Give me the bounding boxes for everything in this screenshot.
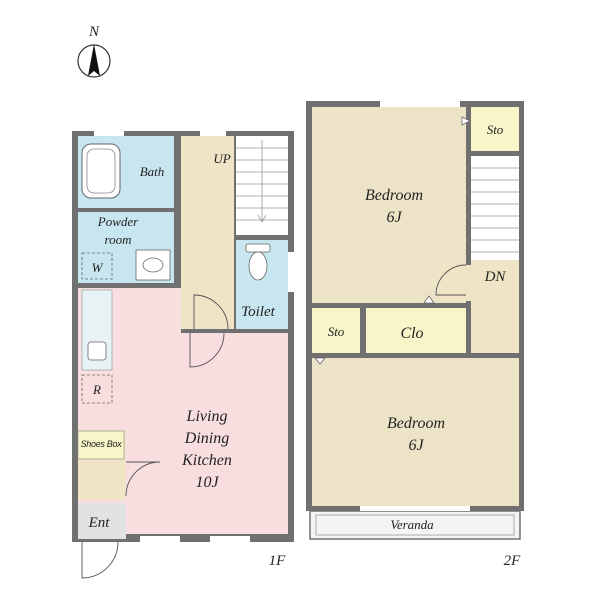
refrigerator-label: R — [92, 382, 101, 397]
storage-north-door-icon — [461, 116, 471, 126]
entrance-area — [78, 503, 126, 539]
shoes-box-cabinet — [77, 430, 125, 460]
stairs-up-label: UP — [213, 151, 230, 166]
washer-label: W — [92, 260, 104, 275]
bedroom-south-area — [312, 358, 519, 506]
closet-label: Clo — [400, 325, 423, 342]
stair-corridor — [181, 136, 234, 329]
floor1-label: 1F — [269, 553, 287, 569]
storage-mid-label: Sto — [328, 324, 345, 339]
toilet-icon — [248, 251, 268, 281]
veranda-label: Veranda — [390, 517, 434, 532]
floor-2: Bedroom 6J Sto DN Sto Clo Bedroom 6J Ver… — [306, 101, 524, 569]
bedroom-south-label: Bedroom — [387, 415, 445, 432]
bedroom-north-size: 6J — [386, 209, 402, 226]
bathtub-inner — [86, 148, 116, 194]
closet-area — [366, 308, 466, 353]
ldk-label-1: Living — [186, 408, 228, 425]
wash-basin-icon — [142, 257, 164, 273]
entrance-door-swing — [125, 461, 161, 497]
closet-door-icon — [423, 295, 435, 304]
stairs-2f — [471, 156, 519, 260]
ldk-label-2: Dining — [184, 430, 229, 447]
powder-room-label-2: room — [105, 232, 132, 247]
compass-label: N — [88, 24, 100, 40]
front-door-swing — [81, 541, 119, 579]
powder-room-label-1: Powder — [97, 214, 139, 229]
toilet-tank — [245, 243, 271, 253]
entrance-label: Ent — [88, 515, 111, 531]
north-arrow-icon — [88, 44, 100, 76]
bedroom-south-size: 6J — [408, 437, 424, 454]
sink-icon — [87, 341, 107, 361]
windows-2f — [360, 101, 470, 511]
stair-hall-2f — [471, 260, 519, 353]
stairs-down-label: DN — [484, 269, 507, 285]
ldk-door-swing — [189, 332, 225, 368]
storage-north-label: Sto — [487, 122, 504, 137]
bathtub-icon — [81, 143, 121, 199]
storage-mid-door-icon — [314, 357, 326, 365]
stair-treads-1f — [236, 140, 288, 223]
ldk-label-3: Kitchen — [181, 452, 232, 469]
bedroom-north-label: Bedroom — [365, 187, 423, 204]
stair-treads-2f — [471, 167, 519, 253]
bath-label: Bath — [140, 164, 165, 179]
shoes-box-label: Shoes Box — [81, 439, 123, 449]
storage-mid-area — [312, 308, 360, 353]
washer-box — [81, 252, 113, 280]
corridor-door-swing — [193, 294, 229, 330]
floor-1: Bath Powder room W UP Toilet R Living Di… — [72, 131, 294, 579]
refrigerator-box — [81, 374, 113, 404]
compass: N — [77, 24, 111, 78]
stair-hall-2f-west — [440, 265, 471, 301]
veranda-inner — [315, 514, 515, 536]
windows-1f — [94, 131, 294, 542]
storage-north-area — [471, 107, 519, 151]
bedroom-north-door-swing — [435, 264, 467, 296]
toilet-label: Toilet — [241, 304, 275, 320]
ldk-size-label: 10J — [195, 474, 219, 491]
floor2-label: 2F — [504, 553, 522, 569]
ldk-area-east — [128, 333, 288, 534]
